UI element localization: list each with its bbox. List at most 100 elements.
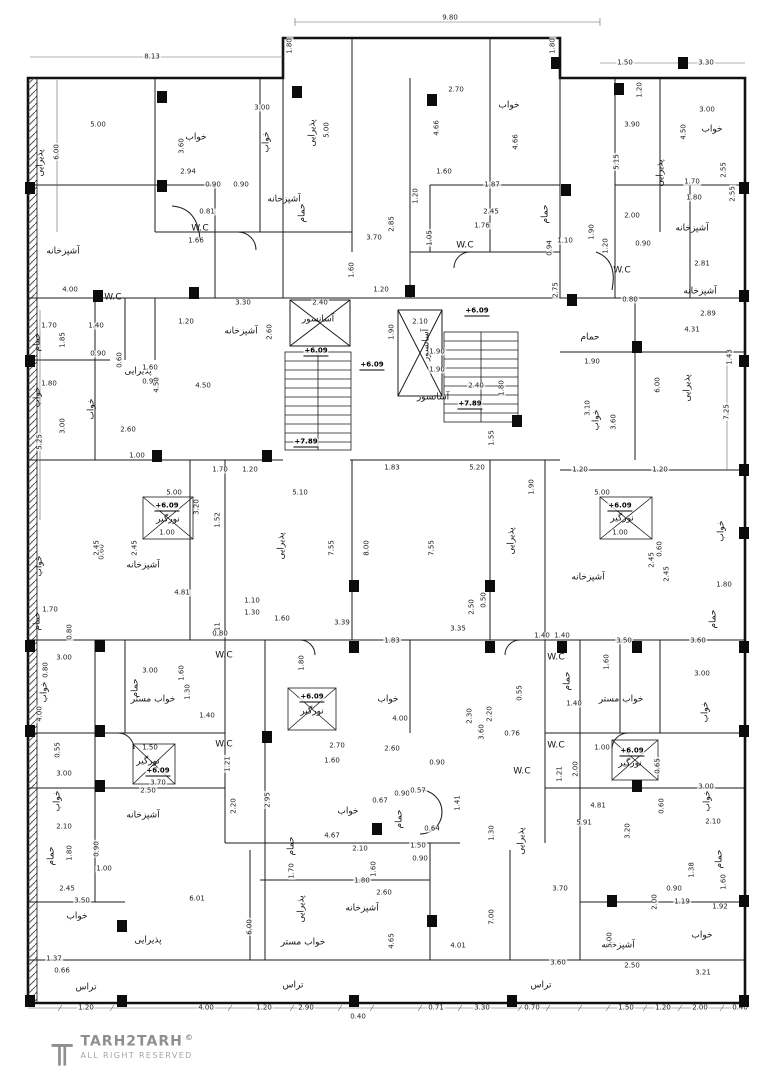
column-marker (25, 725, 35, 737)
dimension-label: 2.10 (55, 822, 73, 831)
dimension-label: 2.45 (130, 539, 139, 557)
room-label: خواب (34, 555, 45, 577)
dimension-label: 3.30 (234, 298, 252, 307)
room-label: خواب مستر (598, 694, 644, 705)
room-label: تراس (282, 980, 304, 991)
dimension-label: 0.80 (41, 661, 50, 679)
dimension-label: 1.83 (383, 636, 401, 645)
column-marker (95, 640, 105, 652)
dimension-label: 2.20 (229, 797, 238, 815)
dimension-label: 3.10 (583, 399, 592, 417)
dimension-label: 2.20 (485, 705, 494, 723)
column-marker (372, 823, 382, 835)
dimension-label: 1.60 (719, 873, 728, 891)
dimension-label: 1.70 (211, 465, 229, 474)
room-label: W.C (456, 240, 474, 251)
dimension-label: 1.85 (58, 331, 67, 349)
column-marker (739, 641, 749, 653)
column-marker (507, 995, 517, 1007)
dimension-label: 2.00 (691, 1003, 709, 1012)
dimension-label: 0.90 (232, 180, 250, 189)
dimension-label: 0.60 (115, 351, 124, 369)
room-label: حمام (32, 332, 43, 352)
dimension-label: 2.45 (482, 207, 500, 216)
dimension-label: 0.90 (428, 758, 446, 767)
room-label: حمام (46, 846, 57, 866)
dimension-label: 0.40 (731, 1003, 749, 1012)
dimension-label: 3.35 (449, 624, 467, 633)
column-marker (607, 895, 617, 907)
column-marker (614, 83, 624, 95)
room-label: W.C (513, 766, 531, 777)
dimension-label: 0.70 (523, 1003, 541, 1012)
dimension-label: 1.41 (453, 794, 462, 812)
dimension-label: 1.38 (687, 861, 696, 879)
dimension-label: 5.00 (322, 121, 331, 139)
dimension-label: 5.00 (605, 931, 614, 949)
dimension-label: 2.40 (467, 381, 485, 390)
dimension-label: 2.45 (662, 565, 671, 583)
dimension-label: 1.00 (128, 451, 146, 460)
dimension-label: 1.80 (40, 379, 58, 388)
dimension-label: 4.66 (432, 119, 441, 137)
dimension-label: 4.50 (152, 376, 161, 394)
dimension-label: 1.37 (45, 954, 63, 963)
dimension-label: 4.00 (391, 714, 409, 723)
dimension-label: 2.10 (411, 317, 429, 326)
dimension-label: 7.55 (427, 539, 436, 557)
dimension-label: 4.31 (683, 325, 701, 334)
column-marker (25, 640, 35, 652)
level-marker: +6.09 (303, 346, 329, 357)
room-label: آشپزخانه (345, 903, 379, 914)
column-marker (567, 294, 577, 306)
room-label: W.C (613, 265, 631, 276)
watermark-brand: TARH2TARH (80, 1033, 183, 1050)
column-marker (739, 182, 749, 194)
room-label: W.C (191, 223, 209, 234)
dimension-label: 0.90 (92, 840, 101, 858)
room-label: آسانسور (416, 392, 450, 403)
room-label: آشپزخانه (683, 286, 717, 297)
room-label: پذیرایی (35, 149, 46, 177)
column-marker (427, 915, 437, 927)
room-label: خواب (39, 681, 50, 703)
room-label: پذیرایی (655, 159, 666, 187)
dimension-label: 1.21 (223, 755, 232, 773)
dimension-label: 0.90 (665, 884, 683, 893)
dimension-label: 1.80 (548, 37, 557, 55)
column-marker (189, 287, 199, 299)
dimension-label: 2.95 (263, 791, 272, 809)
dimension-label: 3.00 (141, 666, 159, 675)
column-marker (632, 780, 642, 792)
column-marker (25, 182, 35, 194)
level-marker: +6.09 (619, 746, 645, 757)
dimension-label: 1.87 (483, 180, 501, 189)
column-marker (739, 725, 749, 737)
room-label: حمام (580, 332, 600, 343)
room-label: پذیرایی (134, 935, 162, 946)
dimension-label: 1.50 (616, 58, 634, 67)
dimension-label: 3.50 (615, 636, 633, 645)
dimension-label: 0.66 (53, 966, 71, 975)
dimension-label: 1.20 (77, 1003, 95, 1012)
room-label: تراس (530, 980, 552, 991)
dimension-label: 1.60 (435, 167, 453, 176)
column-marker (551, 57, 561, 69)
dimension-label: 1.83 (383, 463, 401, 472)
dimension-label: 0.90 (393, 789, 411, 798)
dimension-label: 1.43 (725, 348, 734, 366)
column-marker (739, 464, 749, 476)
dimension-label: 4.67 (323, 831, 341, 840)
room-label: آشپزخانه (126, 810, 160, 821)
room-label: خواب (700, 701, 711, 723)
dimension-label: 1.00 (95, 864, 113, 873)
dimension-label: 2.75 (551, 281, 560, 299)
dimension-label: 2.10 (351, 844, 369, 853)
dimension-label: 1.90 (387, 323, 396, 341)
dimension-label: 3.00 (697, 782, 715, 791)
dimension-label: 2.90 (297, 1003, 315, 1012)
dimension-label: 6.00 (245, 918, 254, 936)
column-marker (739, 895, 749, 907)
dimension-label: 4.00 (197, 1003, 215, 1012)
